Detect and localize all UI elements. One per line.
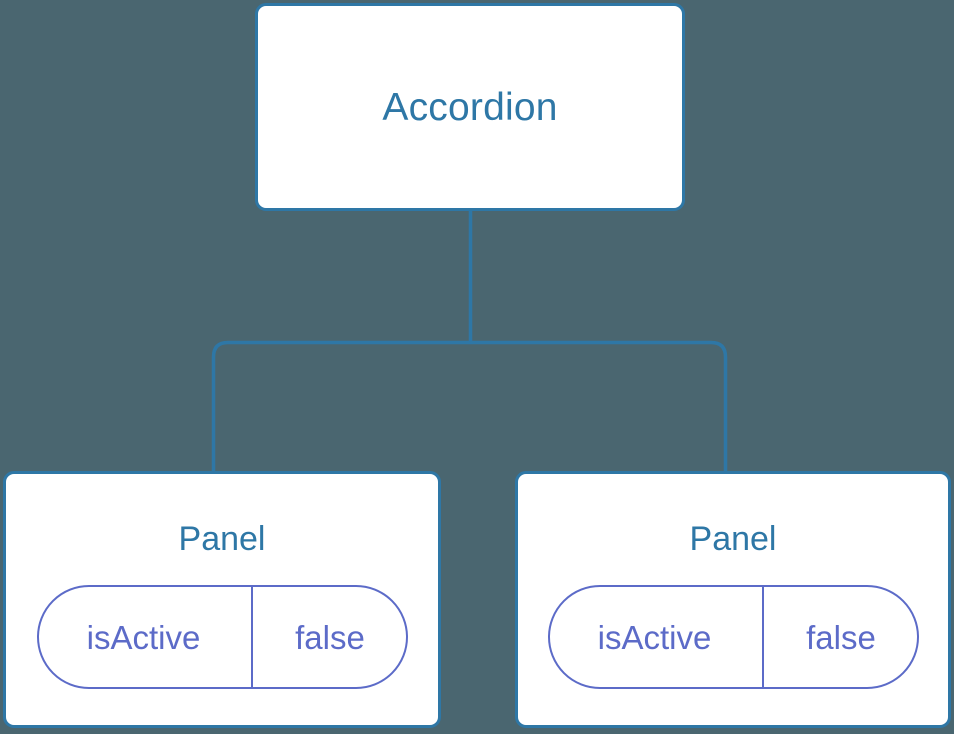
node-panel-0-title: Panel — [178, 520, 266, 558]
node-panel-0-state-value: false — [295, 618, 365, 656]
node-panel-1-state-value: false — [806, 618, 876, 656]
node-panel-1[interactable]: Panel isActive false — [515, 471, 951, 728]
node-panel-0[interactable]: Panel isActive false — [3, 471, 441, 728]
node-accordion[interactable]: Accordion — [255, 3, 685, 211]
node-panel-0-state-pill[interactable]: isActive false — [36, 585, 408, 689]
node-panel-0-state-key: isActive — [39, 587, 253, 687]
node-panel-1-state-pill[interactable]: isActive false — [547, 585, 919, 689]
node-panel-1-state-key: isActive — [550, 587, 764, 687]
edge-to-panel-1 — [470, 340, 728, 474]
edge-to-panel-0 — [211, 340, 471, 474]
node-panel-1-title: Panel — [689, 520, 777, 558]
node-accordion-title: Accordion — [382, 85, 558, 129]
